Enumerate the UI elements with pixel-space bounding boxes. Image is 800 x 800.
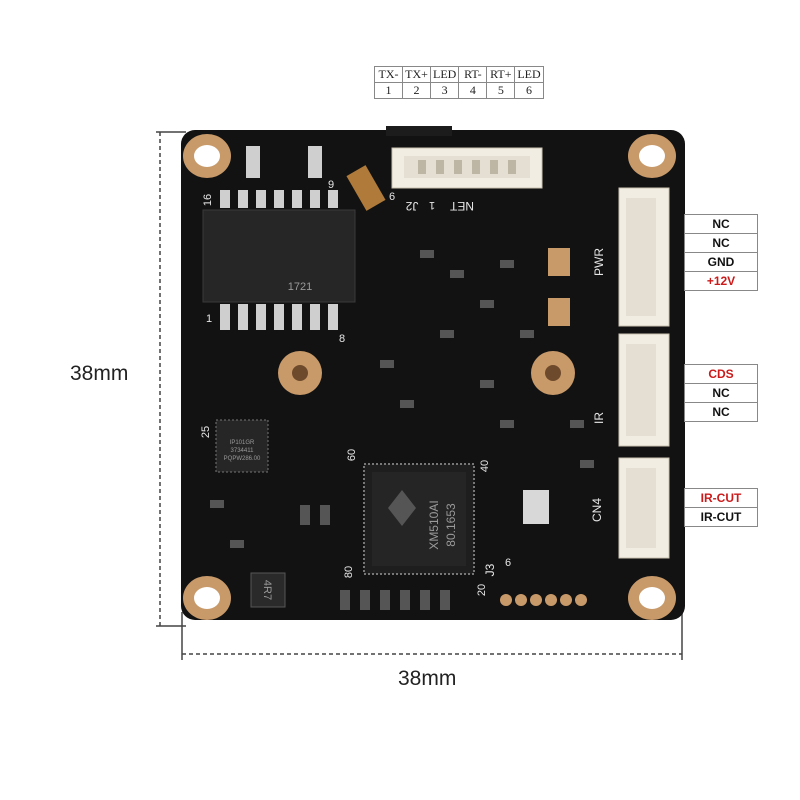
ethernet-transformer: 1721	[202, 190, 356, 330]
silk-pin-6: 6	[505, 557, 511, 569]
ircut-connector-labels: IR-CUT IR-CUT	[684, 488, 758, 527]
phy-marking: 3734411	[231, 448, 255, 454]
silk-j3: J3	[483, 563, 497, 576]
center-pad	[278, 351, 322, 395]
net-pin-table: TX- TX+ LED RT- RT+ LED 1 2 3 4 5 6	[374, 66, 544, 99]
phy-chip: IP101GR 3734411 PQPW286.00	[215, 419, 269, 473]
ircut-board-connector	[618, 457, 670, 559]
cds-connector-labels: CDS NC NC	[684, 364, 758, 422]
silk-pin-1: 1	[206, 313, 212, 325]
j3-pads	[500, 594, 587, 606]
mounting-hole	[628, 134, 676, 178]
silk-cn4: CN4	[590, 498, 604, 522]
connector-pin-label: +12V	[684, 271, 758, 291]
phy-marking: IP101GR	[230, 440, 255, 446]
soc-marking: XM510AI	[427, 500, 441, 549]
silk-pin-60: 60	[346, 449, 358, 461]
connector-pin-label: NC	[684, 233, 758, 253]
pin-number-row: 1 2 3 4 5 6	[374, 82, 544, 99]
crystal	[523, 490, 549, 524]
silk-pin-9: 9	[328, 179, 334, 191]
silk-pin-20: 20	[476, 584, 488, 596]
connector-pin-label: NC	[684, 402, 758, 422]
silk-j2-pin6: 6	[389, 191, 395, 203]
silk-pwr: PWR	[592, 248, 606, 276]
dimension-lines	[156, 131, 683, 660]
soc-marking: 80.1653	[444, 503, 458, 547]
silk-pin-16: 16	[202, 194, 214, 206]
silk-pin-25: 25	[200, 426, 212, 438]
pin-number-cell: 2	[402, 82, 431, 99]
smd-components	[210, 146, 594, 610]
pin-name-cell: LED	[514, 66, 544, 83]
silk-j2-pin1: 1	[429, 199, 435, 211]
height-dimension-label: 38mm	[70, 362, 129, 385]
pin-number-cell: 3	[429, 82, 460, 99]
silk-pin-40: 40	[479, 460, 491, 472]
connector-pin-label: CDS	[684, 364, 758, 384]
soc-chip: XM510AI 80.1653	[363, 463, 475, 575]
cds-board-connector	[618, 333, 670, 447]
mounting-hole	[628, 576, 676, 620]
power-connector-labels: NC NC GND +12V	[684, 214, 758, 291]
mounting-hole	[183, 134, 231, 178]
silk-pin-80: 80	[343, 566, 355, 578]
center-pad	[531, 351, 575, 395]
power-board-connector	[618, 187, 670, 327]
silk-pin-8: 8	[339, 333, 345, 345]
silk-ir: IR	[592, 412, 606, 424]
inductor: 4R7	[250, 572, 286, 608]
inductor-marking: 4R7	[261, 580, 273, 600]
connector-pin-label: NC	[684, 214, 758, 234]
mounting-hole	[183, 576, 231, 620]
width-dimension-label: 38mm	[398, 667, 457, 690]
pin-number-cell: 6	[514, 82, 544, 99]
transformer-code: 1721	[288, 281, 312, 293]
silk-j2: J2	[405, 199, 418, 213]
connector-pin-label: GND	[684, 252, 758, 272]
connector-pin-label: IR-CUT	[684, 507, 758, 527]
pin-name-cell: RT+	[486, 66, 516, 83]
net-connector	[391, 147, 543, 189]
connector-pin-label: NC	[684, 383, 758, 403]
connector-pin-label: IR-CUT	[684, 488, 758, 508]
silk-net: NET	[449, 199, 474, 213]
pin-number-cell: 4	[458, 82, 488, 99]
phy-marking: PQPW286.00	[224, 456, 261, 462]
pin-name-row: TX- TX+ LED RT- RT+ LED	[374, 66, 544, 83]
